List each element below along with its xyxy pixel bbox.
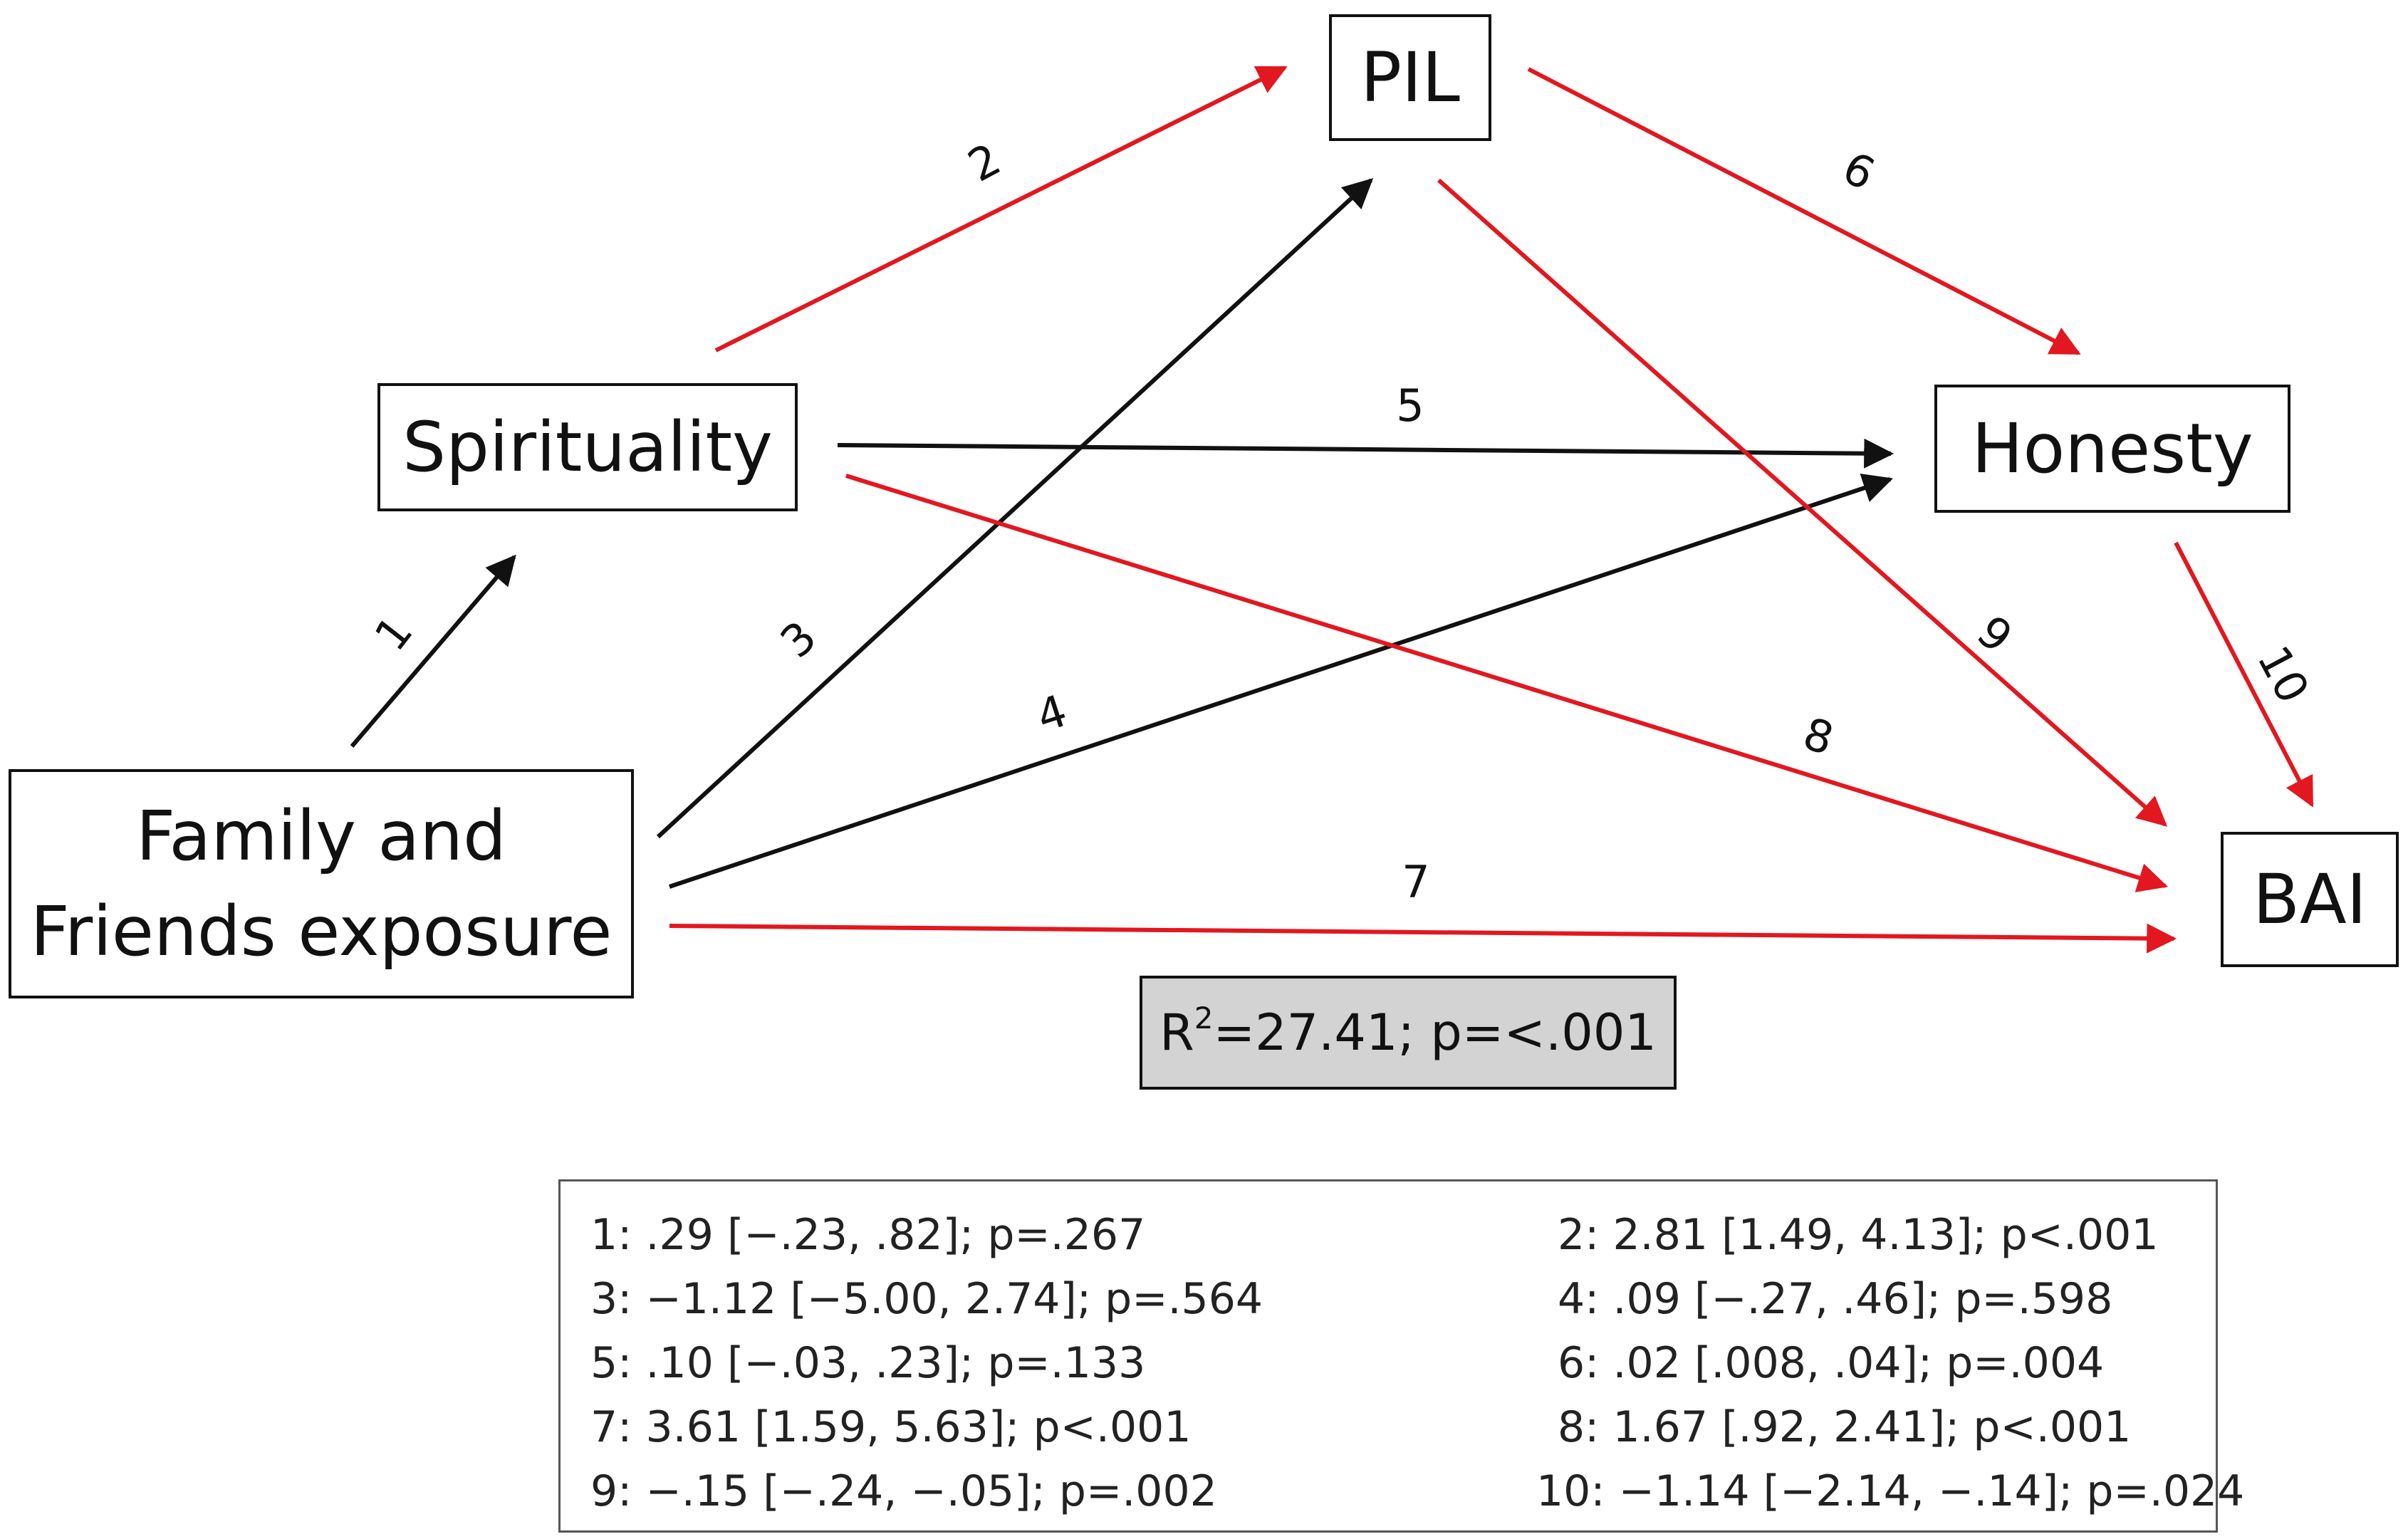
bai-node: BAI: [2221, 832, 2399, 967]
path-arrow-5: [837, 438, 1894, 469]
legend-entry-2: 2: 2.81 [1.49, 4.13]; p<.001: [1558, 1210, 2159, 1260]
legend-entry-8: 8: 1.67 [.92, 2.41]; p<.001: [1558, 1402, 2132, 1452]
legend-entry-10: 10: −1.14 [−2.14, −.14]; p=.024: [1536, 1466, 2245, 1516]
path-arrow-1: [350, 554, 516, 748]
legend-entry-7: 7: 3.61 [1.59, 5.63]; p<.001: [590, 1402, 1192, 1452]
path-label-6: 6: [1835, 142, 1882, 201]
spirituality-node: Spirituality: [377, 383, 798, 511]
path-arrow-8: [845, 474, 2169, 892]
legend-entry-9: 9: −.15 [−.24, −.05]; p=.002: [590, 1466, 1217, 1516]
r-squared-box: R2=27.41; p=<.001: [1140, 976, 1677, 1090]
family-label-line2: Friends exposure: [30, 892, 613, 971]
legend-entry-6: 6: .02 [.008, .04]; p=.004: [1558, 1338, 2105, 1388]
path-arrow-4: [669, 474, 1893, 889]
path-label-2: 2: [959, 133, 1008, 192]
path-label-3: 3: [771, 611, 827, 668]
path-arrow-3: [656, 178, 1374, 839]
path-label-7: 7: [1402, 856, 1429, 908]
spirituality-label: Spirituality: [402, 407, 773, 487]
path-label-4: 4: [1031, 684, 1073, 743]
path-arrow-2: [714, 66, 1288, 353]
path-label-1: 1: [365, 606, 423, 660]
legend-entry-4: 4: .09 [−.27, .46]; p=.598: [1558, 1274, 2113, 1324]
legend-entry-5: 5: .10 [−.03, .23]; p=.133: [590, 1338, 1146, 1388]
family-label-line1: Family and: [135, 795, 507, 876]
path-label-8: 8: [1798, 707, 1840, 765]
r2-text: R2=27.41; p=<.001: [1159, 1000, 1657, 1062]
honesty-label: Honesty: [1971, 408, 2253, 489]
pil-label: PIL: [1360, 37, 1460, 118]
path-label-5: 5: [1396, 380, 1424, 432]
family-friends-node: Family and Friends exposure: [9, 769, 634, 998]
path-arrow-7: [669, 923, 2177, 954]
path-arrow-9: [1437, 178, 2168, 827]
bai-label: BAI: [2253, 859, 2367, 939]
legend-entry-3: 3: −1.12 [−5.00, 2.74]; p=.564: [590, 1274, 1263, 1324]
pil-node: PIL: [1329, 14, 1491, 141]
legend-entry-1: 1: .29 [−.23, .82]; p=.267: [590, 1210, 1146, 1260]
path-arrow-10: [2174, 541, 2314, 808]
honesty-node: Honesty: [1934, 385, 2290, 513]
path-arrow-6: [1527, 67, 2081, 355]
coefficients-legend: 1: .29 [−.23, .82]; p=.267 2: 2.81 [1.49…: [558, 1179, 2244, 1533]
